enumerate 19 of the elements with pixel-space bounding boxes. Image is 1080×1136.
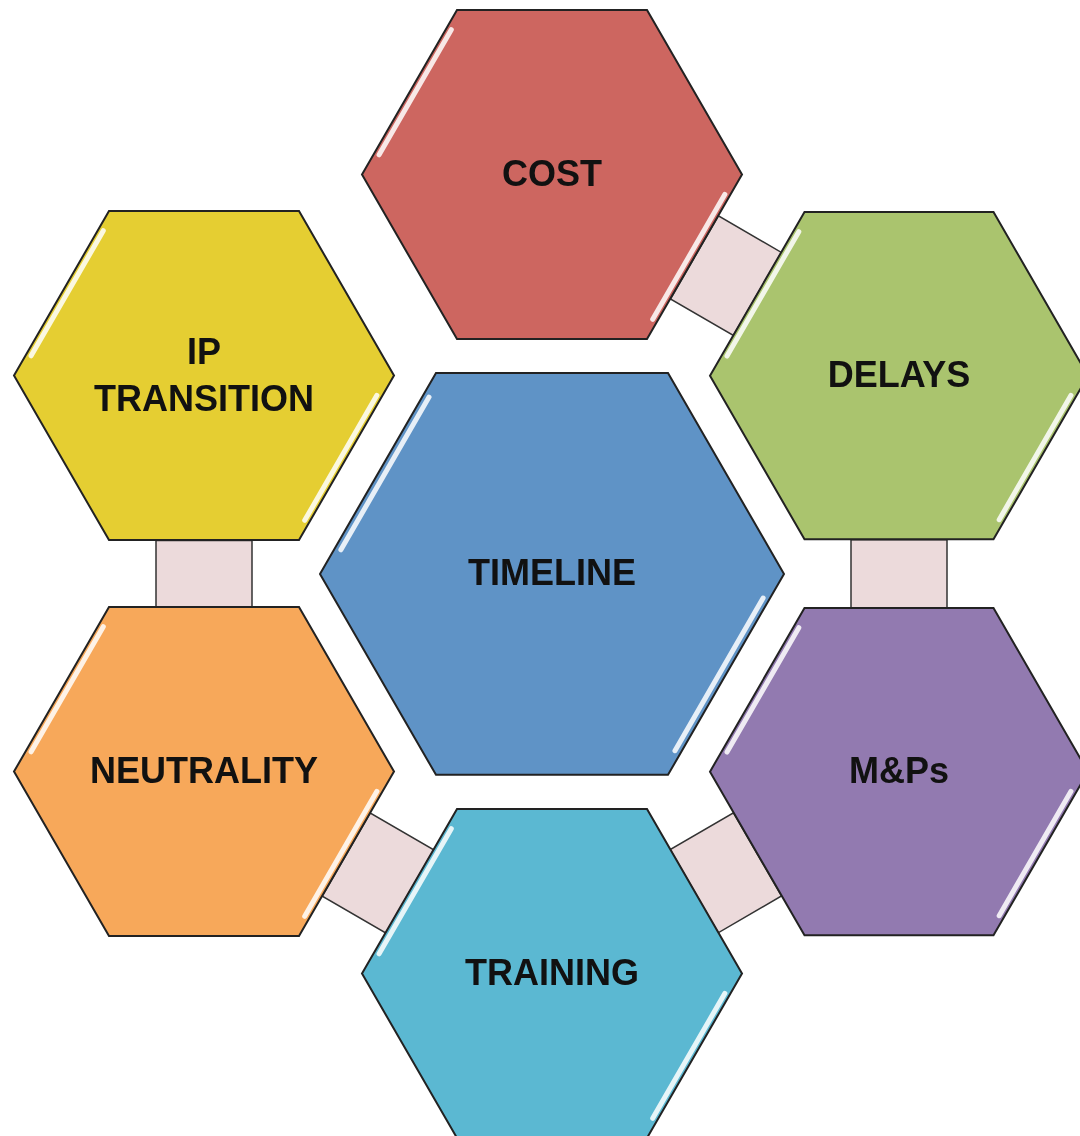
connector-band: [669, 811, 783, 934]
connector-band: [155, 539, 253, 609]
hexagon: [362, 809, 742, 1136]
hexagon: [710, 212, 1080, 540]
hexagon-label: DELAYS: [826, 353, 972, 398]
hexagon: [320, 373, 784, 775]
hexagon: [14, 607, 394, 937]
hexagon-label: M&Ps: [848, 749, 950, 794]
connector-band: [321, 811, 435, 935]
connector-band: [669, 214, 783, 337]
hexagon-label: TRAINING: [464, 951, 640, 996]
hexagon-label: NEUTRALITY: [89, 749, 319, 794]
hexagon-label: IP TRANSITION: [93, 330, 315, 421]
hexagon: [710, 608, 1080, 936]
hexagon-label: COST: [501, 152, 603, 197]
hexagon: [14, 211, 394, 541]
hexagon-label: TIMELINE: [467, 551, 637, 596]
connector-band: [850, 538, 948, 610]
hexagon: [362, 10, 742, 340]
